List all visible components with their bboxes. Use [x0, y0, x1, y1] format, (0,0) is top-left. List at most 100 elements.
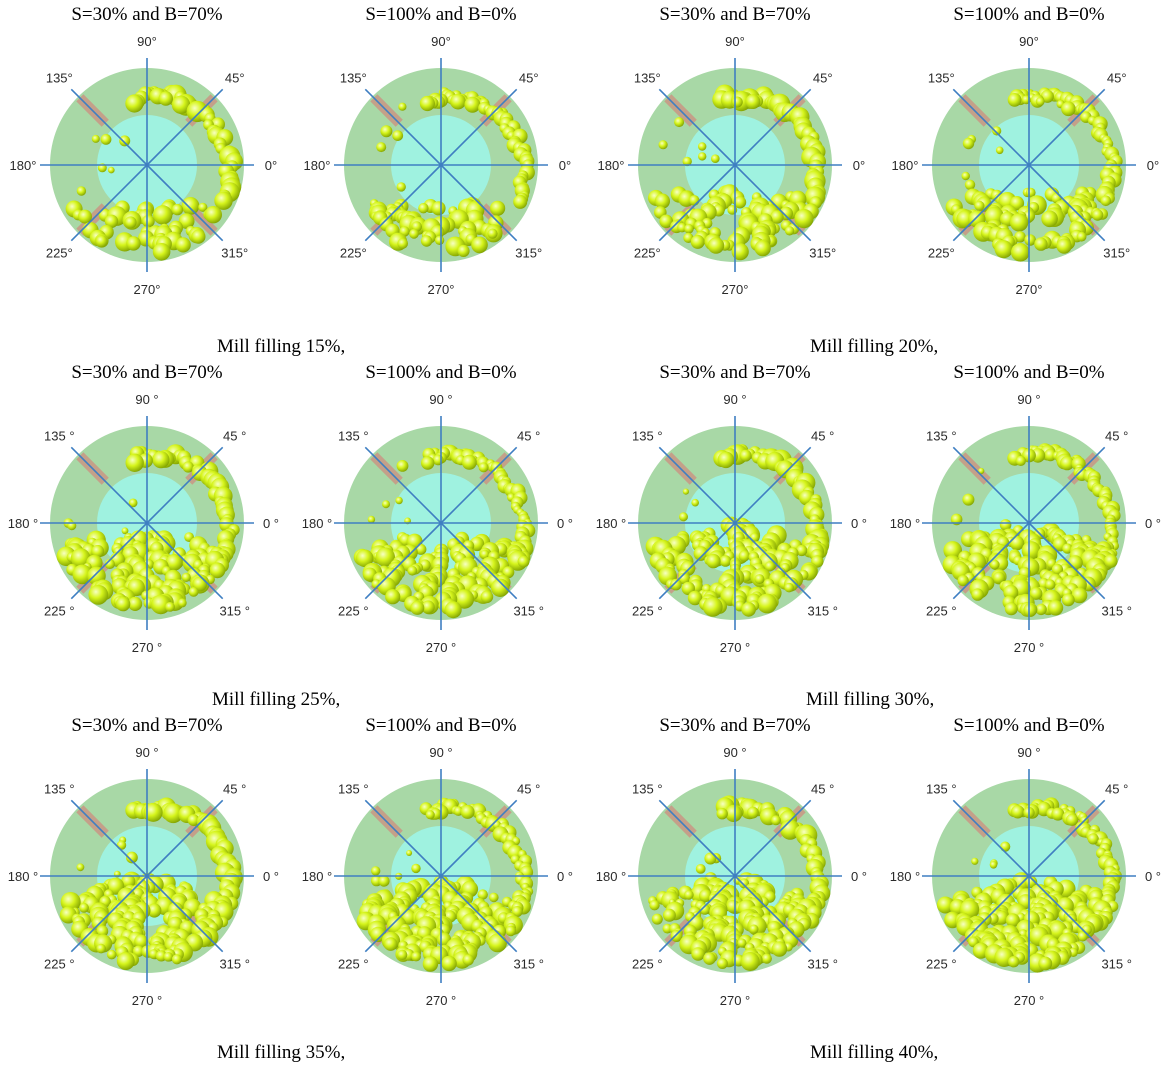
ball: [182, 461, 194, 473]
angle-label-0: 0°: [853, 158, 865, 173]
ball: [392, 130, 404, 142]
ball: [158, 91, 173, 106]
angle-label-270: 270 °: [426, 993, 457, 1008]
ball: [1021, 541, 1041, 561]
ball: [165, 602, 175, 612]
ball: [460, 804, 475, 819]
ball: [670, 930, 683, 942]
ball: [741, 602, 756, 617]
ball: [104, 558, 115, 570]
ball: [79, 902, 89, 913]
angle-label-270: 270°: [428, 282, 455, 297]
panel-title: S=100% and B=0%: [953, 715, 1105, 736]
ball: [1024, 875, 1038, 889]
ball: [488, 933, 507, 953]
angle-label-135: 135 °: [926, 428, 957, 443]
mill-cross-section: 0 °45 °90 °135 °180 °225 °270 °315 °: [596, 392, 867, 655]
ball: [1023, 603, 1037, 617]
ball: [702, 597, 723, 617]
ball: [957, 575, 969, 587]
ball: [383, 937, 398, 951]
ball: [770, 210, 784, 224]
panel-title: S=30% and B=70%: [71, 362, 223, 383]
caption-filling-40: Mill filling 40%,: [810, 1042, 939, 1063]
angle-label-270: 270°: [722, 282, 749, 297]
ball: [108, 166, 115, 174]
angle-spoke: [146, 799, 224, 877]
angle-label-315: 315 °: [219, 604, 250, 619]
ball: [91, 134, 100, 143]
ball: [706, 553, 721, 569]
ball: [115, 596, 131, 612]
angle-label-45: 45 °: [223, 428, 246, 443]
angle-label-225: 225 °: [338, 604, 369, 619]
angle-label-90: 90 °: [429, 392, 452, 407]
angle-spoke: [364, 88, 442, 166]
panel-title: S=30% and B=70%: [71, 715, 223, 736]
ball: [376, 142, 387, 153]
ball: [411, 951, 421, 962]
ball: [711, 154, 720, 163]
angle-label-315: 315 °: [513, 604, 544, 619]
panel-filling-20-s100: S=100% and B=0% 0°45°90°135°180°225°270°…: [882, 0, 1176, 330]
angle-spoke: [658, 446, 736, 524]
angle-spoke: [734, 799, 812, 877]
ball: [662, 908, 676, 922]
ball: [462, 954, 474, 966]
ball: [678, 572, 690, 585]
angle-label-180: 180°: [304, 158, 331, 173]
angle-spoke: [734, 446, 812, 524]
angle-label-135: 135 °: [632, 428, 663, 443]
ball: [794, 209, 814, 229]
ball: [477, 889, 488, 900]
ball: [204, 206, 222, 224]
ball: [124, 216, 137, 229]
angle-spoke: [440, 446, 518, 524]
ball: [654, 193, 670, 209]
ball: [691, 947, 705, 961]
ball: [153, 205, 173, 225]
angle-label-315: 315°: [515, 246, 542, 261]
ball: [1035, 603, 1047, 616]
ball: [1015, 455, 1026, 466]
ball: [737, 938, 747, 948]
ball: [419, 95, 435, 112]
ball: [962, 493, 975, 506]
ball: [143, 802, 163, 822]
angle-label-90: 90 °: [429, 745, 452, 760]
ball: [178, 213, 195, 230]
angle-label-315: 315 °: [1101, 957, 1132, 972]
panel-filling-25-s100: S=100% and B=0% 0 °45 °90 °135 °180 °225…: [294, 358, 588, 688]
angle-spoke: [364, 522, 442, 600]
angle-label-90: 90 °: [135, 392, 158, 407]
angle-label-0: 0 °: [851, 869, 867, 884]
ball: [717, 451, 735, 469]
angle-spoke: [734, 164, 812, 242]
angle-label-270: 270 °: [720, 993, 751, 1008]
ball: [410, 600, 425, 615]
ball: [1051, 807, 1065, 821]
ball: [421, 456, 435, 470]
ball: [444, 601, 462, 619]
angle-label-45: 45°: [519, 70, 539, 85]
angle-label-45: 45 °: [517, 428, 540, 443]
ball: [420, 235, 433, 247]
ball: [757, 593, 777, 614]
angle-label-180: 180°: [598, 158, 625, 173]
ball: [125, 851, 138, 864]
ball: [454, 589, 475, 609]
ball: [688, 195, 700, 206]
ball: [134, 934, 149, 949]
angle-label-0: 0 °: [1145, 516, 1161, 531]
ball: [990, 559, 1000, 570]
ball: [188, 587, 199, 597]
ball: [121, 527, 129, 535]
ball: [1100, 195, 1112, 207]
panel-filling-30-s30: S=30% and B=70% 0 °45 °90 °135 °180 °225…: [588, 358, 882, 688]
mill-cross-section: 0 °45 °90 °135 °180 °225 °270 °315 °: [8, 392, 279, 655]
ball: [770, 815, 781, 826]
angle-label-90: 90°: [1019, 34, 1039, 49]
angle-label-225: 225°: [634, 246, 661, 261]
ball: [682, 156, 692, 167]
mill-cross-section: 0 °45 °90 °135 °180 °225 °270 °315 °: [302, 392, 573, 655]
